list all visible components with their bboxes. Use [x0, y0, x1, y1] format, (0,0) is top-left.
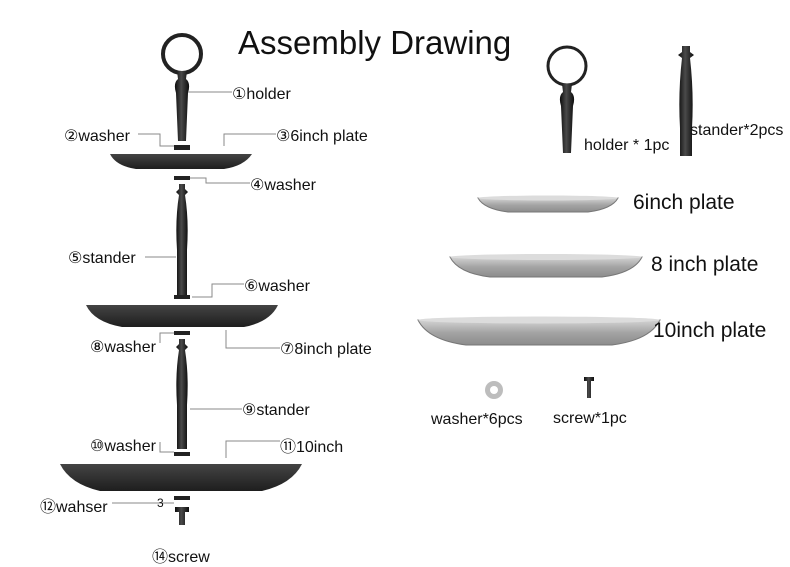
callout-washer-12: ⑫wahser [40, 499, 108, 516]
washer-10-part [174, 452, 190, 456]
washer-8-part [174, 331, 190, 335]
page-title: Assembly Drawing [238, 24, 512, 61]
callout-holder: ①holder [232, 86, 291, 103]
washer-6-part [174, 295, 190, 299]
callout-washer-6: ⑥washer [244, 278, 310, 295]
callout-plate-10: ⑪10inch [280, 439, 344, 456]
parts-holder-picture [546, 45, 588, 153]
parts-plate-6-label: 6inch plate [633, 191, 735, 214]
parts-washer-label: washer*6pcs [431, 411, 523, 428]
stander-5-part [176, 184, 188, 295]
parts-plate-10-label: 10inch plate [653, 319, 767, 342]
parts-holder-label: holder * 1pc [584, 137, 670, 154]
callout-washer-8: ⑧washer [90, 339, 156, 356]
parts-screw-picture [584, 377, 594, 398]
callout-plate-8: ⑦8inch plate [280, 341, 372, 358]
callout-stray-number: 3 [157, 496, 164, 510]
plate-10-part [60, 464, 302, 491]
parts-list [417, 45, 694, 399]
parts-plate-10-picture [417, 316, 661, 346]
holder-part [161, 33, 203, 141]
parts-stander-picture [678, 46, 694, 156]
parts-plate-8-label: 8 inch plate [651, 253, 759, 276]
parts-screw-label: screw*1pc [553, 410, 627, 427]
parts-plate-8-picture [449, 254, 643, 278]
callout-plate-6: ③6inch plate [276, 128, 368, 145]
screw-14-part [175, 507, 189, 525]
parts-stander-label: stander*2pcs [690, 122, 784, 139]
stander-9-part [176, 339, 188, 449]
callout-stander-5: ⑤stander [68, 250, 136, 267]
callout-washer-4: ④washer [250, 177, 316, 194]
exploded-assembly [60, 33, 302, 525]
leader-lines [112, 91, 280, 504]
callout-washer-2: ②washer [64, 128, 130, 145]
parts-plate-6-picture [477, 195, 619, 213]
washer-12-part [174, 496, 190, 500]
callout-screw-14: ⑭screw [152, 549, 210, 566]
washer-2-part [174, 145, 190, 150]
plate-6-part [110, 154, 252, 169]
callout-washer-10: ⑩washer [90, 438, 156, 455]
plate-8-part [86, 305, 278, 327]
parts-washer-picture [485, 381, 503, 399]
washer-4-part [174, 176, 190, 180]
callout-stander-9: ⑨stander [242, 402, 310, 419]
